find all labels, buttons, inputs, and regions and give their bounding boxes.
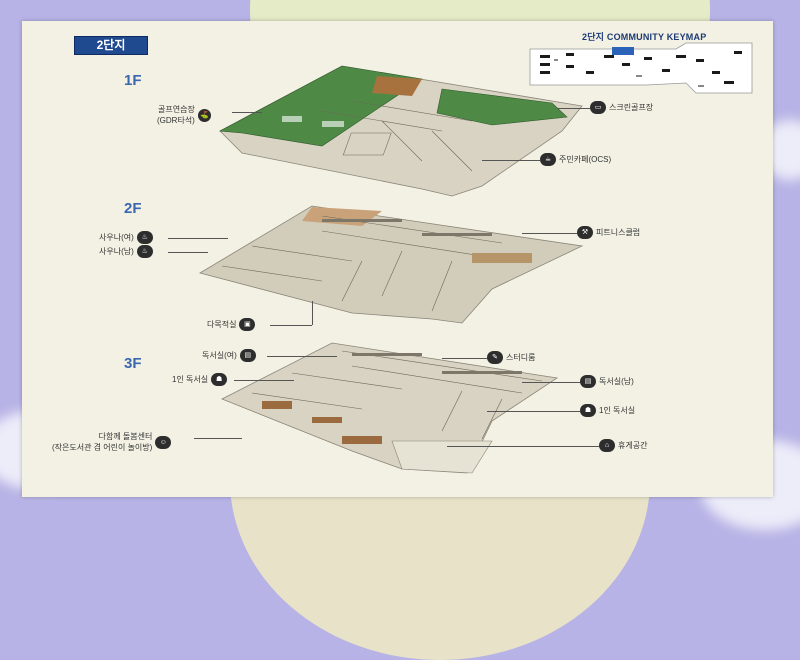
dumbbell-icon: ⚒: [577, 226, 593, 239]
label-single-study-1: 1인 독서실 ☗: [172, 373, 228, 386]
sofa-icon: ⌂: [599, 439, 615, 452]
complex-tag: 2단지: [74, 36, 148, 55]
label-rest-area: ⌂ 휴게공간: [599, 439, 647, 452]
label-single-study-2-text: 1인 독서실: [599, 406, 636, 415]
callout-line: [447, 446, 599, 447]
floor-label-2f: 2F: [124, 200, 142, 217]
callout-line: [522, 382, 580, 383]
person-icon: ☗: [211, 373, 228, 386]
label-fitness-text: 피트니스클럽: [596, 228, 641, 237]
floor-plan-2f: [198, 205, 584, 324]
label-daycare-text: 다함께 돌봄센터: [98, 432, 153, 441]
floor-plan-3f: [221, 342, 559, 474]
label-multipurpose-text: 다목적실: [207, 320, 237, 329]
golf-icon: ⛳: [197, 108, 211, 122]
label-rest-area-text: 휴게공간: [618, 441, 648, 450]
label-single-study-1-text: 1인 독서실: [172, 375, 209, 384]
label-daycare-sub: (작은도서관 겸 어린이 놀이방): [52, 443, 153, 452]
label-cafe-text: 주민카페(OCS): [559, 155, 612, 164]
room-icon: ▣: [239, 318, 256, 331]
callout-line: [442, 358, 487, 359]
label-daycare: 다함께 돌봄센터 (작은도서관 겸 어린이 놀이방) ☺: [52, 431, 172, 453]
label-reading-men: ▤ 독서실(남): [580, 375, 634, 388]
callout-line: [487, 411, 580, 412]
label-reading-women-text: 독서실(여): [202, 351, 237, 360]
callout-line: [194, 438, 242, 439]
keymap-panel: 2단지 2단지 COMMUNITY KEYMAP 1F 2F 3F: [22, 21, 773, 497]
label-golf-range-sub: (GDR타석): [157, 116, 195, 125]
label-reading-men-text: 독서실(남): [599, 377, 634, 386]
floor-label-3f: 3F: [124, 355, 142, 372]
label-study-room: ✎ 스터디룸: [487, 351, 535, 364]
callout-line: [234, 380, 294, 381]
callout-line: [522, 233, 577, 234]
callout-line: [232, 112, 262, 113]
label-sauna-women-text: 사우나(여): [99, 233, 134, 242]
label-golf-range-text: 골프연습장: [158, 105, 195, 114]
callout-line: [557, 108, 590, 109]
callout-line: [168, 238, 228, 239]
screen-golf-icon: ▭: [590, 101, 606, 114]
person-icon: ☗: [580, 404, 596, 417]
label-golf-range: 골프연습장 (GDR타석) ⛳: [157, 104, 211, 126]
label-screen-golf: ▭ 스크린골프장: [590, 101, 653, 114]
callout-line: [267, 356, 337, 357]
label-screen-golf-text: 스크린골프장: [609, 103, 654, 112]
callout-line: [270, 325, 312, 326]
keymap-title: 2단지 COMMUNITY KEYMAP: [582, 32, 707, 42]
keymap-minimap: [529, 42, 753, 94]
sauna-icon: ♨: [136, 231, 153, 244]
floor-label-1f: 1F: [124, 72, 142, 89]
sauna-icon: ♨: [136, 245, 153, 258]
book-icon: ▤: [239, 349, 256, 362]
book-icon: ✎: [487, 351, 503, 364]
person-icon: ☺: [155, 435, 172, 449]
label-sauna-men: 사우나(남) ♨: [99, 245, 153, 258]
floor-plans: [198, 65, 584, 474]
floor-plan-1f: [218, 65, 583, 197]
callout-line: [168, 252, 208, 253]
book-icon: ▤: [580, 375, 596, 388]
label-multipurpose: 다목적실 ▣: [207, 318, 256, 331]
label-reading-women: 독서실(여) ▤: [202, 349, 256, 362]
callout-line: [482, 160, 540, 161]
label-sauna-men-text: 사우나(남): [99, 247, 134, 256]
callout-line: [312, 301, 313, 325]
label-fitness: ⚒ 피트니스클럽: [577, 226, 640, 239]
cafe-icon: ☕: [540, 153, 556, 166]
label-single-study-2: ☗ 1인 독서실: [580, 404, 635, 417]
label-sauna-women: 사우나(여) ♨: [99, 231, 153, 244]
label-study-room-text: 스터디룸: [506, 353, 536, 362]
label-cafe: ☕ 주민카페(OCS): [540, 153, 611, 166]
